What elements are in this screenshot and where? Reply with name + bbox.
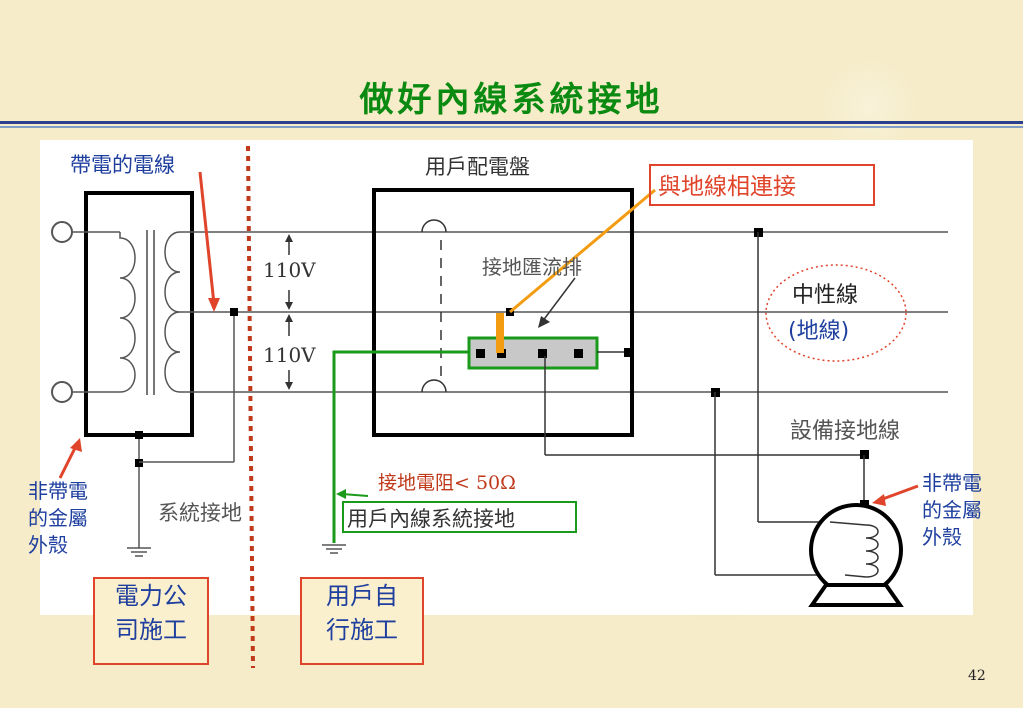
breaker-bottom bbox=[421, 379, 447, 393]
live-wire-arrow bbox=[198, 171, 216, 305]
label-voltage-bottom: 110V bbox=[263, 343, 316, 367]
user-ground-label-box bbox=[342, 501, 577, 533]
neutral-ellipse bbox=[765, 264, 907, 362]
label-system-ground: 系統接地 bbox=[158, 501, 242, 525]
motor-icon bbox=[808, 503, 904, 607]
label-distribution-panel: 用戶配電盤 bbox=[425, 155, 530, 179]
casing-arrow-left bbox=[58, 445, 78, 479]
label-ground-resistance: 接地電阻< 50Ω bbox=[378, 472, 516, 494]
label-connect-ground: 與地線相連接 bbox=[658, 174, 796, 200]
neutral-bond bbox=[496, 313, 504, 353]
user-self-line1: 用戶自 bbox=[326, 582, 398, 610]
label-casing-right-line1: 非帶電 bbox=[922, 471, 982, 495]
title-rule-dark bbox=[0, 121, 1023, 124]
label-live-wire: 帶電的電線 bbox=[70, 153, 175, 177]
casing-arrow-right bbox=[879, 484, 919, 502]
power-company-line2: 司施工 bbox=[115, 616, 187, 644]
power-company-line1: 電力公 bbox=[115, 582, 187, 610]
ground-symbol-right bbox=[322, 544, 346, 554]
terminal-top bbox=[51, 221, 73, 243]
label-ground-line: (地線) bbox=[788, 319, 849, 344]
secondary-coil bbox=[164, 231, 181, 393]
power-company-box: 電力公 司施工 bbox=[93, 577, 209, 665]
label-casing-left-line1: 非帶電 bbox=[28, 479, 88, 503]
primary-coil bbox=[119, 232, 136, 393]
connect-ground-pointer bbox=[509, 188, 656, 314]
page-number: 42 bbox=[968, 668, 986, 684]
slide-title: 做好內線系統接地 bbox=[359, 80, 664, 120]
label-neutral-line: 中性線 bbox=[792, 283, 858, 308]
transformer-box bbox=[84, 191, 194, 437]
label-user-internal-ground: 用戶內線系統接地 bbox=[347, 507, 515, 531]
ground-symbol-left bbox=[127, 547, 151, 557]
user-self-line2: 行施工 bbox=[326, 616, 398, 644]
user-ground-wire bbox=[332, 350, 469, 543]
label-voltage-top: 110V bbox=[263, 258, 316, 282]
breaker-top bbox=[421, 219, 447, 233]
title-rule-light bbox=[0, 126, 1023, 128]
label-casing-right-line3: 外殼 bbox=[922, 525, 962, 549]
divider-line bbox=[246, 145, 255, 669]
connect-ground-box bbox=[649, 164, 875, 206]
user-self-box: 用戶自 行施工 bbox=[300, 577, 424, 665]
distribution-panel bbox=[372, 188, 634, 437]
label-casing-left-line3: 外殼 bbox=[28, 533, 68, 557]
label-equipment-ground: 設備接地線 bbox=[790, 419, 900, 444]
terminal-bottom bbox=[51, 381, 73, 403]
label-ground-busbar: 接地匯流排 bbox=[482, 255, 582, 279]
label-casing-left-line2: 的金屬 bbox=[28, 506, 88, 530]
label-casing-right-line2: 的金屬 bbox=[922, 498, 982, 522]
